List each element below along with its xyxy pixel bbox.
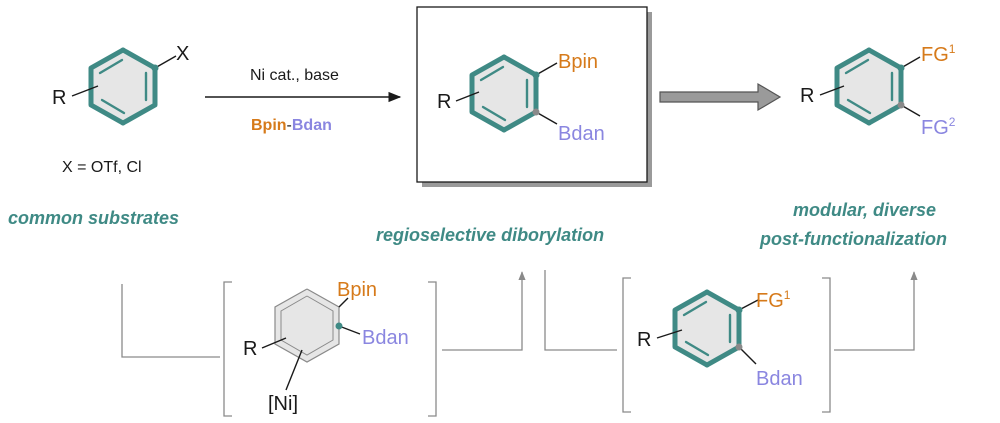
- final-r-label: R: [800, 85, 814, 107]
- product-r-bond: [455, 91, 480, 102]
- product-bdan-bond: [535, 111, 558, 125]
- intermediate1-site: [335, 322, 343, 330]
- substrate-ring-inner-bond: [98, 58, 124, 75]
- final-fg1-bond: [900, 56, 921, 69]
- intermediate1-bracket-left: [223, 281, 232, 417]
- product-molecule: R Bpin Bdan: [437, 51, 605, 145]
- intermediate2-fg1-bond: [738, 299, 759, 311]
- intermediate2-bracket-right: [822, 277, 831, 413]
- intermediate1-bdan-bond: [338, 325, 361, 335]
- intermediate1-bpin-label: Bpin: [337, 279, 377, 301]
- intermediate2-ring-bond-right: [704, 289, 742, 368]
- final-ring-bond-right: [866, 47, 904, 126]
- intermediate1-ring-inner: [280, 295, 334, 356]
- product-bpin-site: [532, 71, 540, 79]
- reagent-bdan: Bdan: [292, 117, 332, 134]
- caption-common-substrates: common substrates: [8, 208, 179, 228]
- intermediate1-r-label: R: [243, 338, 257, 360]
- intermediate2-r-bond: [656, 329, 683, 339]
- mechanism-connector-left: [121, 284, 220, 358]
- product-r-label: R: [437, 91, 451, 113]
- caption-modular-line1: modular, diverse: [793, 200, 936, 220]
- caption-modular-line2: post-functionalization: [759, 229, 947, 249]
- final-ring-bond-left: [834, 47, 872, 126]
- intermediate1-bdan-label: Bdan: [362, 327, 409, 349]
- substrate-ring-bond-right: [120, 47, 158, 126]
- product-ring-inner-bond: [479, 65, 505, 82]
- intermediate2-fg1-label: FG1: [756, 288, 791, 312]
- substrate-reactive-site: [151, 64, 159, 72]
- product-bdan-label: Bdan: [558, 123, 605, 145]
- intermediate2-bracket-left: [622, 277, 631, 413]
- substrate-ring-bond-left: [88, 47, 126, 126]
- intermediate1-molecule: R Bpin Bdan [Ni]: [243, 279, 409, 415]
- intermediate2-molecule: R FG1 Bdan: [637, 288, 803, 390]
- product-bpin-bond: [535, 62, 558, 76]
- intermediate2-ring-inner-bond: [684, 340, 710, 357]
- product-ring-bond-right: [501, 54, 539, 133]
- product-ring-inner-bond: [481, 105, 507, 122]
- substrate-r-label: R: [52, 87, 66, 109]
- reaction-conditions: Ni cat., base: [250, 67, 339, 84]
- substrate-ring-inner-bond: [100, 98, 126, 115]
- caption-regioselective: regioselective diborylation: [376, 225, 604, 245]
- intermediate2-ring-bond-left: [672, 289, 710, 368]
- intermediate1-r-bond: [261, 337, 287, 349]
- functionalization-arrow: [659, 82, 782, 112]
- product-bpin-label: Bpin: [558, 51, 598, 73]
- substrate-condition: X = OTf, Cl: [62, 159, 142, 176]
- intermediate1-ring: [275, 289, 339, 362]
- final-fg2-label: FG2: [921, 115, 956, 139]
- intermediate2-fg1-site: [735, 306, 743, 314]
- intermediate1-bpin-bond: [338, 297, 349, 308]
- substrate-r-bond: [71, 85, 99, 97]
- substrate-molecule: R X: [52, 43, 189, 126]
- final-ring-inner-bond: [844, 58, 870, 75]
- intermediate2-r-label: R: [637, 329, 651, 351]
- intermediate2-bdan-bond: [738, 346, 757, 365]
- intermediate1-ni-label: [Ni]: [268, 393, 298, 415]
- substrate-x-label: X: [176, 43, 189, 65]
- reagent-bpin: Bpin: [251, 117, 287, 134]
- final-fg2-site: [897, 101, 905, 109]
- final-fg1-label: FG1: [921, 42, 956, 66]
- mechanism-connector-middle: [544, 270, 617, 351]
- intermediate2-ring-inner-bond: [682, 300, 708, 317]
- reagent-dash: -: [287, 117, 292, 134]
- reaction-reagent: Bpin-Bdan: [251, 117, 332, 134]
- product-bdan-site: [532, 108, 540, 116]
- intermediate2-bdan-label: Bdan: [756, 368, 803, 390]
- final-r-bond: [819, 85, 845, 96]
- mechanism-connector-up2: [834, 271, 918, 351]
- product-ring-bond-left: [469, 54, 507, 133]
- intermediate1-bracket-right: [428, 281, 437, 417]
- final-molecule: R FG1 FG2: [800, 42, 956, 139]
- substrate-x-bond: [154, 55, 177, 69]
- final-ring-inner-bond: [846, 98, 872, 115]
- final-fg2-bond: [900, 104, 921, 117]
- mechanism-connector-up1: [442, 271, 526, 351]
- final-fg1-site: [897, 64, 905, 72]
- intermediate1-ni-bond: [285, 349, 303, 391]
- intermediate2-bdan-site: [735, 343, 743, 351]
